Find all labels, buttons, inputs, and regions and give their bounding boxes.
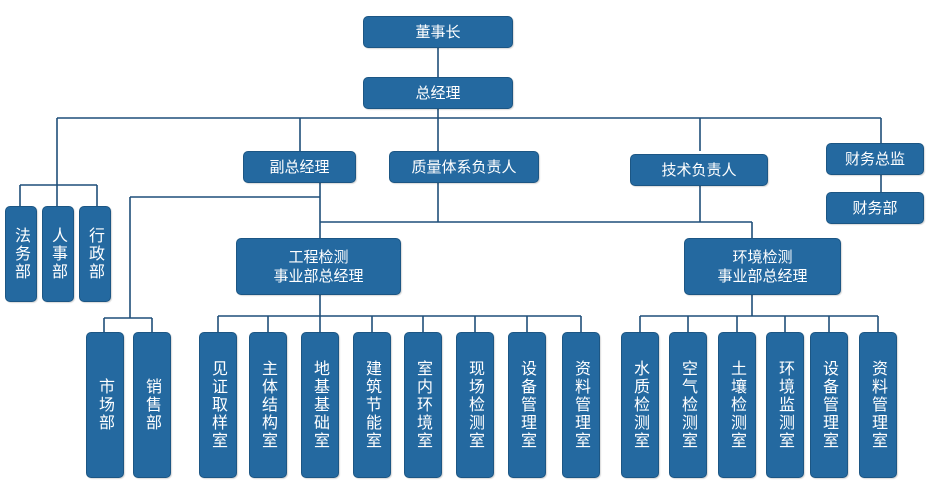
finance-director-label: 财务总监 [844,150,905,168]
env-lab-label: 水质检测室 [631,360,650,450]
market-dept-label: 市场部 [96,378,115,432]
hr-dept-label: 人事部 [49,227,68,281]
quality-head-label: 质量体系负责人 [411,158,517,176]
env-division-box: 环境检测 事业部总经理 [684,238,841,295]
tech-head-box: 技术负责人 [630,154,768,186]
eng-division-line1: 工程检测 [288,247,349,266]
eng-lab-box: 建筑节能室 [353,332,391,478]
eng-division-line2: 事业部总经理 [273,266,364,285]
eng-lab-label: 室内环境室 [414,360,433,450]
env-lab-box: 土壤检测室 [718,332,756,478]
eng-lab-label: 地基基础室 [311,360,330,450]
eng-lab-label: 设备管理室 [518,360,537,450]
eng-lab-box: 现场检测室 [456,332,494,478]
legal-dept-label: 法务部 [12,227,31,281]
hr-dept-box: 人事部 [42,206,74,302]
eng-lab-box: 资料管理室 [562,332,600,478]
sales-dept-label: 销售部 [143,378,162,432]
env-lab-label: 空气检测室 [679,360,698,450]
eng-lab-box: 室内环境室 [404,332,442,478]
chairman-box: 董事长 [363,16,513,48]
eng-division-box: 工程检测 事业部总经理 [236,238,401,295]
env-lab-box: 水质检测室 [621,332,659,478]
env-division-line2: 事业部总经理 [717,266,808,285]
market-dept-box: 市场部 [86,332,124,478]
tech-head-label: 技术负责人 [661,161,737,179]
admin-dept-label: 行政部 [86,227,105,281]
eng-lab-label: 见证取样室 [209,360,228,450]
env-lab-label: 资料管理室 [869,360,888,450]
legal-dept-box: 法务部 [5,206,37,302]
deputy-gm-box: 副总经理 [243,151,356,183]
eng-lab-box: 设备管理室 [508,332,546,478]
eng-lab-box: 主体结构室 [249,332,287,478]
deputy-gm-label: 副总经理 [269,158,330,176]
finance-dept-box: 财务部 [826,192,924,224]
eng-lab-label: 资料管理室 [572,360,591,450]
admin-dept-box: 行政部 [79,206,111,302]
general-manager-box: 总经理 [363,77,513,109]
eng-lab-box: 见证取样室 [199,332,237,478]
eng-lab-label: 建筑节能室 [363,360,382,450]
eng-lab-box: 地基基础室 [301,332,339,478]
eng-lab-label: 现场检测室 [466,360,485,450]
env-division-line1: 环境检测 [732,247,793,266]
env-lab-box: 设备管理室 [810,332,848,478]
finance-dept-label: 财务部 [852,199,898,217]
eng-lab-label: 主体结构室 [259,360,278,450]
env-lab-box: 环境监测室 [766,332,804,478]
chairman-label: 董事长 [415,23,461,41]
env-lab-box: 资料管理室 [859,332,897,478]
env-lab-box: 空气检测室 [669,332,707,478]
env-lab-label: 土壤检测室 [728,360,747,450]
finance-director-box: 财务总监 [826,143,924,175]
env-lab-label: 设备管理室 [820,360,839,450]
quality-head-box: 质量体系负责人 [389,151,539,183]
env-lab-label: 环境监测室 [776,360,795,450]
general-manager-label: 总经理 [415,84,461,102]
sales-dept-box: 销售部 [133,332,171,478]
